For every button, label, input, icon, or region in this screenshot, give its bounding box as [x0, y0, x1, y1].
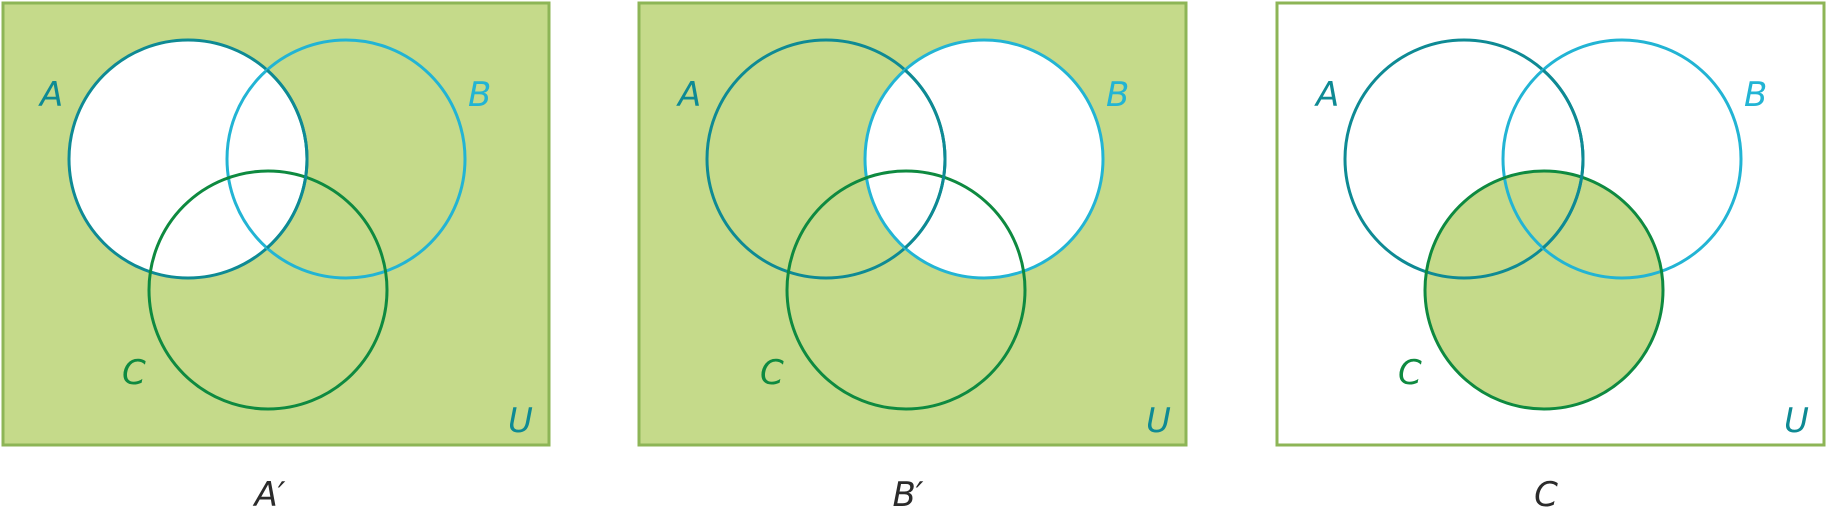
- circle-b: [863, 38, 1105, 280]
- set-b-label: B: [1744, 75, 1767, 115]
- universe-label: U: [508, 401, 533, 441]
- set-c-label: C: [1398, 353, 1422, 393]
- circle-b: [1501, 38, 1743, 280]
- set-b-unshaded-region: [865, 40, 1103, 278]
- circle-b: [225, 38, 467, 280]
- circle-c: [785, 169, 1027, 411]
- circle-a-over-b-arc: [904, 68, 947, 250]
- set-c-label: C: [760, 353, 784, 393]
- set-a-label: A: [38, 75, 63, 115]
- circle-c: [1423, 169, 1665, 411]
- venn-diagram-b-complement: A B C U B′: [637, 1, 1188, 511]
- diagram-caption: C: [1534, 475, 1558, 511]
- set-a-label: A: [1314, 75, 1339, 115]
- venn-diagram-c: A B C U C: [1275, 1, 1826, 511]
- set-a-label: A: [676, 75, 701, 115]
- set-c-label: C: [122, 353, 146, 393]
- set-a-unshaded-region: [69, 40, 307, 278]
- diagram-caption: B′: [892, 475, 923, 511]
- circle-a-over-b-arc: [1542, 68, 1585, 250]
- universe-label: U: [1784, 401, 1809, 441]
- circle-a-over-b-arc: [266, 68, 309, 250]
- set-b-label: B: [1106, 75, 1129, 115]
- set-b-label: B: [468, 75, 491, 115]
- diagram-caption: A′: [253, 475, 286, 511]
- circle-c: [147, 169, 389, 411]
- universe-label: U: [1146, 401, 1171, 441]
- venn-diagram-a-complement: A B C U A′: [1, 1, 551, 511]
- set-c-shaded-region: [1425, 171, 1663, 409]
